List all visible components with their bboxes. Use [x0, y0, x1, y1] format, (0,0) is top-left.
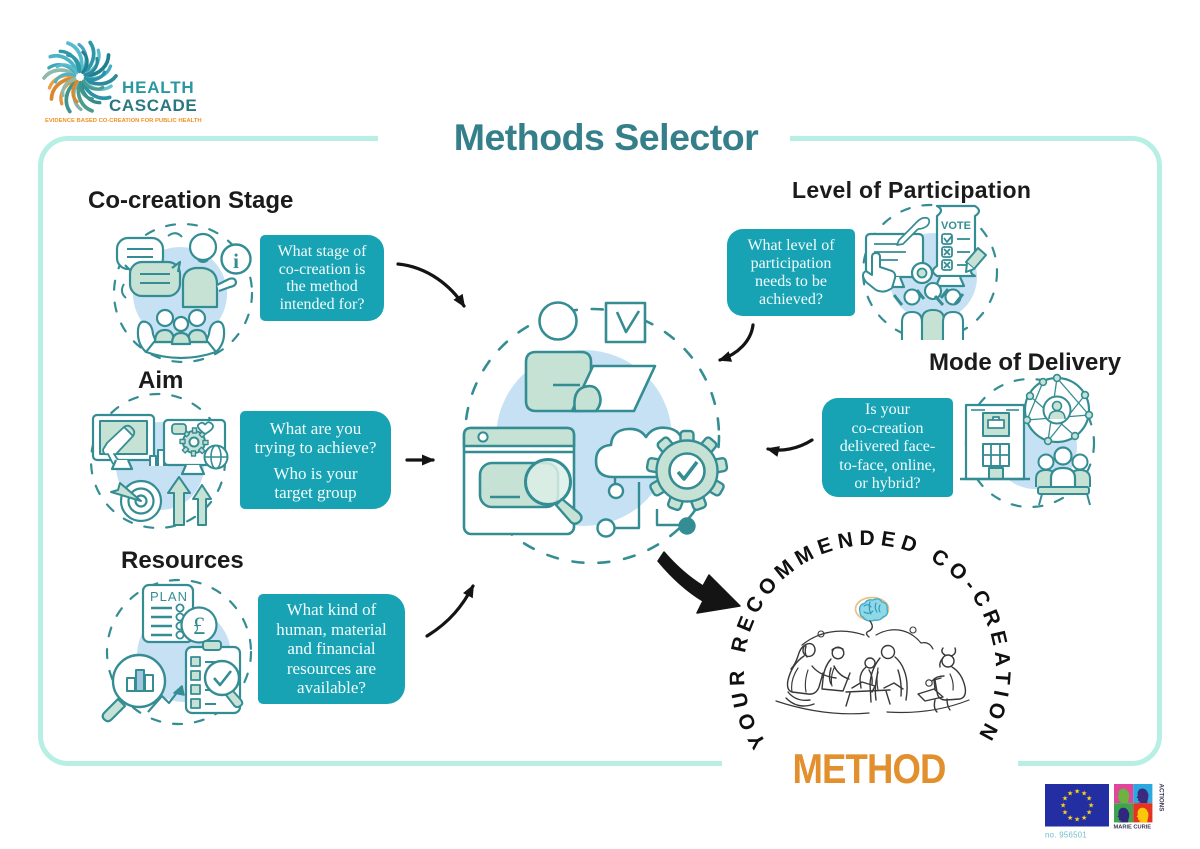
svg-text:£: £: [193, 613, 206, 640]
svg-text:★: ★: [1062, 809, 1068, 817]
svg-text:★: ★: [1086, 795, 1092, 803]
svg-text:★: ★: [1062, 795, 1068, 803]
svg-text:MARIE CURIE: MARIE CURIE: [1114, 825, 1152, 831]
svg-text:HEALTH: HEALTH: [122, 78, 194, 97]
svg-text:PLAN: PLAN: [150, 589, 188, 604]
svg-text:★: ★: [1060, 802, 1066, 810]
svg-text:ACTIONS: ACTIONS: [1158, 784, 1165, 812]
svg-text:YOUR RECOMMENDED CO-CREATION: YOUR RECOMMENDED CO-CREATION: [726, 527, 1015, 753]
svg-text:★: ★: [1074, 788, 1080, 796]
svg-text:★: ★: [1081, 790, 1087, 798]
svg-text:CASCADE: CASCADE: [109, 96, 197, 115]
svg-text:★: ★: [1067, 814, 1073, 822]
svg-text:★: ★: [1081, 814, 1087, 822]
svg-text:EVIDENCE BASED CO-CREATION FOR: EVIDENCE BASED CO-CREATION FOR PUBLIC HE…: [45, 118, 202, 124]
svg-text:★: ★: [1074, 816, 1080, 824]
svg-text:★: ★: [1088, 802, 1094, 810]
svg-text:i: i: [233, 249, 239, 273]
svg-text:no. 956501: no. 956501: [1045, 831, 1087, 840]
svg-text:VOTE: VOTE: [941, 220, 971, 232]
svg-text:★: ★: [1067, 790, 1073, 798]
svg-text:★: ★: [1086, 809, 1092, 817]
